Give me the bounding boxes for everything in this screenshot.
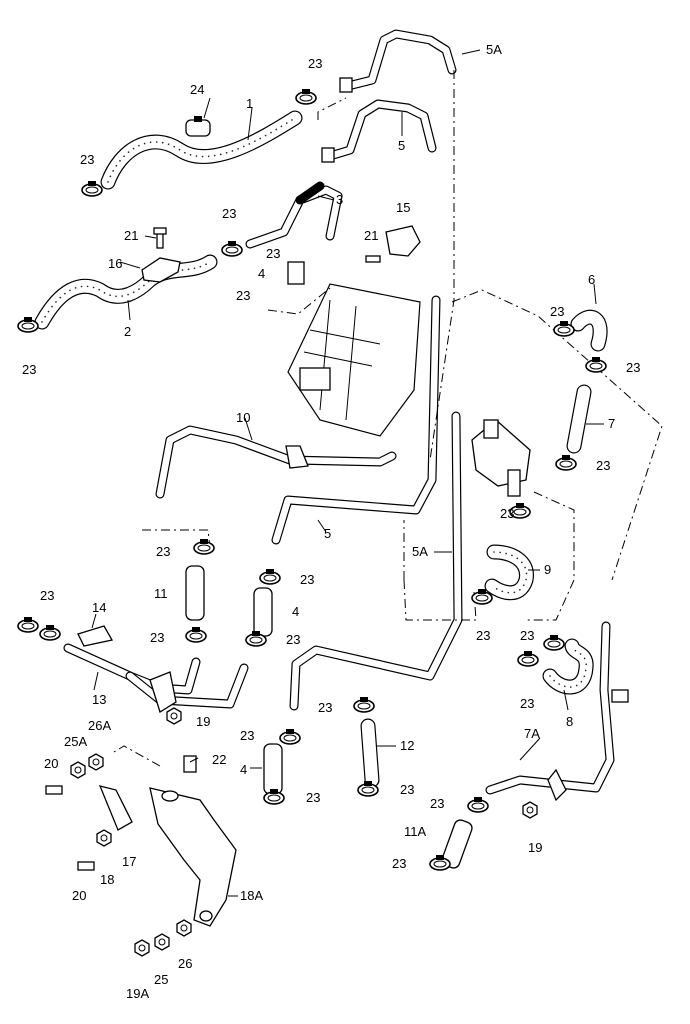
pipe-10	[155, 425, 397, 499]
leader-lines	[113, 70, 663, 767]
label-20: 20	[44, 756, 58, 771]
hose-6	[570, 309, 608, 352]
label-23: 23	[286, 632, 300, 647]
label-23: 23	[430, 796, 444, 811]
label-26: 26	[178, 956, 192, 971]
label-9: 9	[544, 562, 551, 577]
label-3: 3	[336, 192, 343, 207]
label-23: 23	[222, 206, 236, 221]
hose-3	[245, 181, 343, 249]
label-4: 4	[258, 266, 265, 281]
label-11: 11	[154, 586, 168, 601]
label-16: 16	[108, 256, 122, 271]
label-23: 23	[520, 628, 534, 643]
label-23: 23	[156, 544, 170, 559]
label-23: 23	[626, 360, 640, 375]
label-12: 12	[400, 738, 414, 753]
pipe-5A-vertical	[271, 295, 441, 545]
label-6: 6	[588, 272, 595, 287]
hose-5-top	[321, 99, 437, 163]
hose-9	[484, 544, 534, 601]
label-21: 21	[124, 228, 138, 243]
clip-14	[77, 625, 114, 647]
label-18: 18	[100, 872, 114, 887]
label-5A: 5A	[486, 42, 502, 57]
hose-4-mid	[253, 587, 273, 637]
hose-1	[100, 110, 303, 190]
label-23: 23	[40, 588, 54, 603]
hose-4-low	[263, 743, 283, 795]
label-23: 23	[476, 628, 490, 643]
label-23: 23	[520, 696, 534, 711]
label-23: 23	[266, 246, 280, 261]
label-24: 24	[190, 82, 204, 97]
pipe-7A	[485, 621, 629, 802]
bracket-15	[385, 225, 421, 257]
pipe-5A-lower	[289, 411, 463, 711]
hose-12	[360, 718, 380, 788]
label-23: 23	[150, 630, 164, 645]
label-7A: 7A	[524, 726, 540, 741]
label-26A: 26A	[88, 718, 111, 733]
label-10: 10	[236, 410, 250, 425]
label-7: 7	[608, 416, 615, 431]
label-4: 4	[292, 604, 299, 619]
label-23: 23	[318, 700, 332, 715]
bracket-17	[98, 785, 133, 831]
label-23: 23	[22, 362, 36, 377]
label-23: 23	[306, 790, 320, 805]
bracket-16	[141, 257, 181, 283]
label-leaders	[91, 49, 604, 897]
label-5: 5	[398, 138, 405, 153]
bracket-18A	[149, 755, 237, 927]
fasteners	[45, 707, 538, 957]
label-18A: 18A	[240, 888, 263, 903]
label-23: 23	[300, 572, 314, 587]
pipe-13	[63, 643, 249, 713]
engine-block	[287, 283, 421, 437]
label-5A: 5A	[412, 544, 428, 559]
pump	[471, 419, 531, 497]
label-23: 23	[308, 56, 322, 71]
label-23: 23	[550, 304, 564, 319]
part-labels: 1 24 23 5A 5 23 3 15 23 21 21 23 16 4 23…	[22, 42, 640, 1001]
label-13: 13	[92, 692, 106, 707]
label-23: 23	[400, 782, 414, 797]
label-4: 4	[240, 762, 247, 777]
bolt-21-left	[153, 227, 167, 249]
label-25A: 25A	[64, 734, 87, 749]
clamp-24	[185, 116, 211, 137]
hose-2	[34, 254, 218, 330]
label-19: 19	[196, 714, 210, 729]
label-1: 1	[246, 96, 253, 111]
label-23: 23	[240, 728, 254, 743]
label-19: 19	[528, 840, 542, 855]
label-11A: 11A	[404, 824, 426, 839]
label-15: 15	[396, 200, 410, 215]
label-25: 25	[154, 972, 168, 987]
bolt-21-right	[365, 255, 381, 263]
hose-11	[185, 565, 205, 621]
label-2: 2	[124, 324, 131, 339]
label-5: 5	[324, 526, 331, 541]
label-23: 23	[80, 152, 94, 167]
hose-5A-top	[339, 29, 457, 93]
label-22: 22	[212, 752, 226, 767]
hose-8	[542, 638, 594, 695]
label-23: 23	[392, 856, 406, 871]
connector-4-upper	[287, 261, 305, 285]
label-23: 23	[596, 458, 610, 473]
label-23: 23	[236, 288, 250, 303]
label-23: 23	[500, 506, 514, 521]
label-14: 14	[92, 600, 106, 615]
label-21: 21	[364, 228, 378, 243]
label-8: 8	[566, 714, 573, 729]
label-19A: 19A	[126, 986, 149, 1001]
label-17: 17	[122, 854, 136, 869]
hose-7	[566, 384, 592, 454]
label-20: 20	[72, 888, 86, 903]
